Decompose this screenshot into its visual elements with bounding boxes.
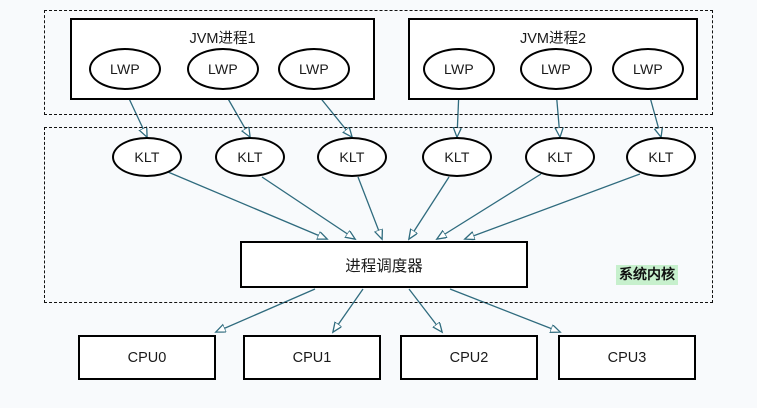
klt-label: KLT	[339, 149, 365, 165]
lwp-label: LWP	[208, 61, 238, 77]
jvm-process-2-title: JVM进程2	[519, 31, 587, 47]
lwp-node: LWP	[278, 48, 350, 90]
klt-label: KLT	[444, 149, 470, 165]
klt-label: KLT	[547, 149, 573, 165]
klt-node: KLT	[525, 137, 595, 177]
lwp-label: LWP	[110, 61, 140, 77]
cpu-box: CPU1	[243, 335, 381, 380]
lwp-node: LWP	[423, 48, 495, 90]
cpu-box: CPU2	[400, 335, 538, 380]
lwp-label: LWP	[444, 61, 474, 77]
process-scheduler-box: 进程调度器	[240, 241, 528, 288]
lwp-node: LWP	[520, 48, 592, 90]
klt-node: KLT	[422, 137, 492, 177]
klt-node: KLT	[112, 137, 182, 177]
klt-node: KLT	[215, 137, 285, 177]
klt-label: KLT	[648, 149, 674, 165]
kernel-label-text: 系统内核	[616, 265, 678, 285]
jvm-process-1-title: JVM进程1	[189, 31, 256, 47]
kernel-space-zone	[44, 127, 713, 303]
kernel-label: 系统内核	[592, 264, 702, 286]
user-space-zone	[44, 10, 713, 115]
klt-node: KLT	[626, 137, 696, 177]
lwp-node: LWP	[612, 48, 684, 90]
lwp-label: LWP	[541, 61, 571, 77]
klt-node: KLT	[317, 137, 387, 177]
lwp-node: LWP	[89, 48, 161, 90]
klt-label: KLT	[134, 149, 160, 165]
lwp-label: LWP	[633, 61, 663, 77]
lwp-node: LWP	[187, 48, 259, 90]
klt-label: KLT	[237, 149, 263, 165]
cpu-box: CPU3	[558, 335, 696, 380]
lwp-label: LWP	[299, 61, 329, 77]
cpu-box: CPU0	[78, 335, 216, 380]
